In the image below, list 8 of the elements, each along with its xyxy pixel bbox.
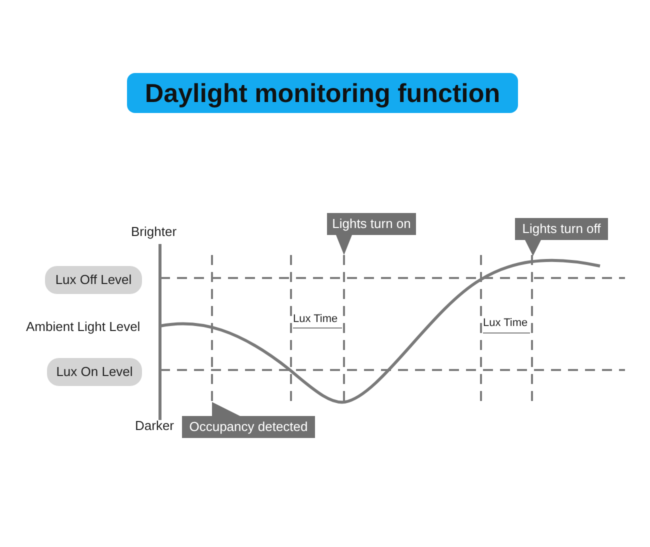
level-label: Lux Off Level — [45, 266, 142, 294]
title-banner: Daylight monitoring function — [127, 73, 518, 113]
axis-label: Ambient Light Level — [26, 319, 140, 334]
interval-label: Lux Time — [483, 317, 528, 329]
axis-label: Brighter — [131, 224, 177, 239]
axis-label: Darker — [135, 418, 174, 433]
level-label: Lux On Level — [47, 358, 142, 386]
interval-label: Lux Time — [293, 313, 338, 325]
